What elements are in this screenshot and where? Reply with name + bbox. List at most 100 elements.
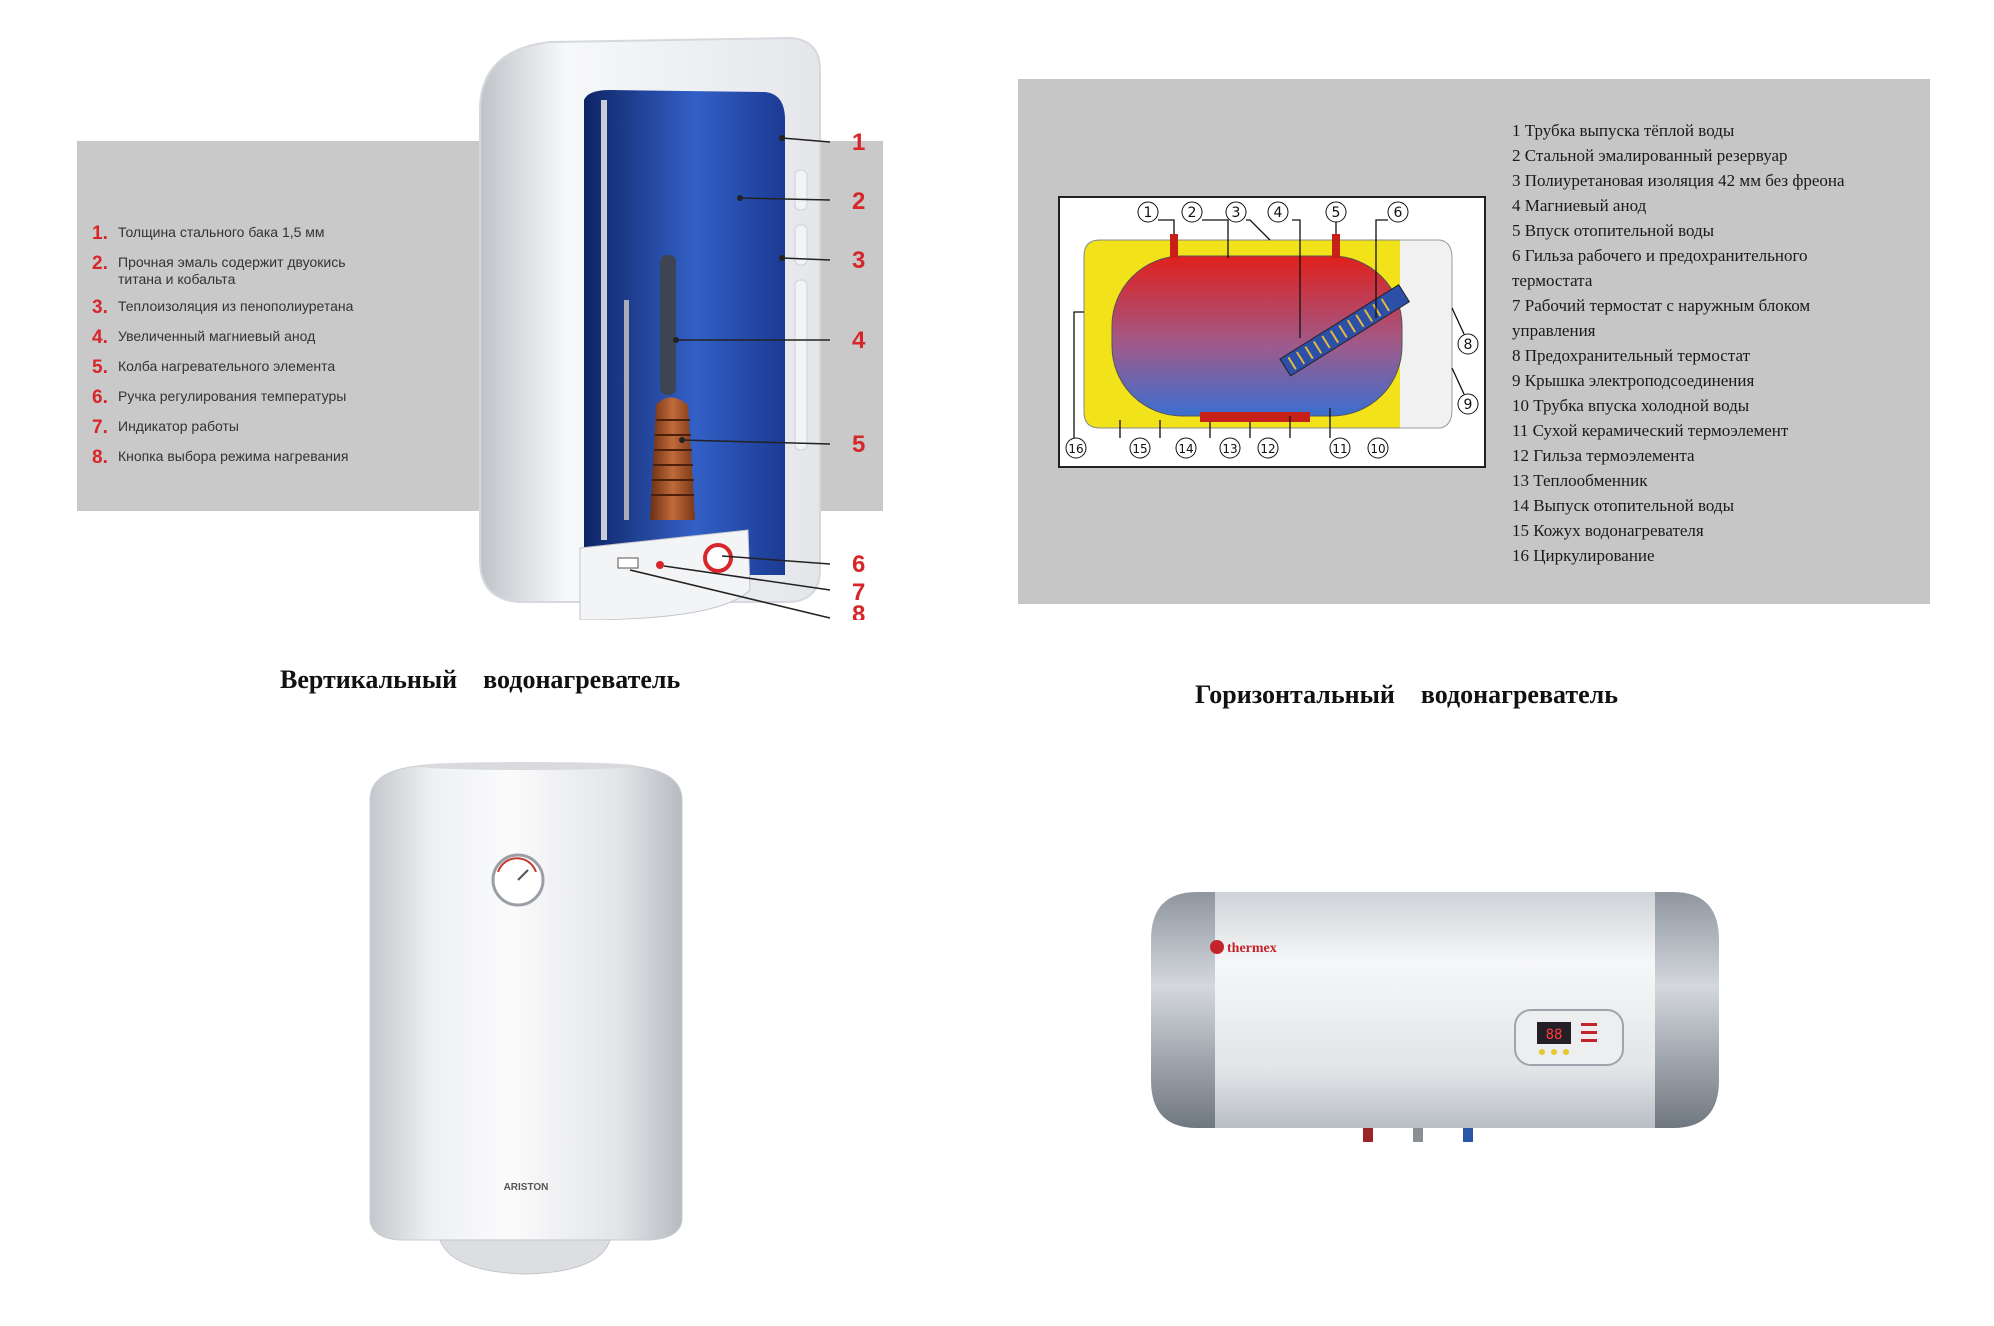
brand-logo: ARISTON	[504, 1182, 549, 1193]
diagram-marker	[1065, 437, 1087, 459]
legend-item: 4.Увеличенный магниевый анод	[92, 327, 316, 348]
tank	[584, 90, 785, 575]
dial-scale	[497, 857, 537, 873]
legend-line: 9 Крышка электроподсоединения	[1512, 371, 1755, 390]
dial-needle	[517, 869, 529, 881]
hot-pipe	[1363, 1128, 1373, 1142]
legend-line: управления	[1512, 321, 1596, 340]
diagram-marker	[1175, 437, 1197, 459]
vertical-legend: 1.Толщина стального бака 1,5 мм 2.Прочна…	[92, 224, 392, 478]
diagram-number: 11	[1332, 442, 1347, 456]
legend-line: 2 Стальной эмалированный резервуар	[1512, 146, 1788, 165]
bottom-cap	[439, 1239, 611, 1275]
shell-detail	[794, 279, 808, 451]
diagram-marker	[1137, 201, 1159, 223]
casing-cap	[1400, 239, 1453, 429]
outlet-pipe	[601, 100, 607, 540]
shell-detail	[794, 224, 808, 266]
inner-tank	[1111, 255, 1403, 417]
left-cap	[1151, 892, 1215, 1128]
diagram-number: 2	[1188, 205, 1197, 221]
legend-item: 2.Прочная эмаль содержит двуокись титана…	[92, 253, 346, 288]
diagram-number: 9	[1464, 397, 1473, 413]
work-indicator	[656, 561, 664, 569]
legend-line: 10 Трубка впуска холодной воды	[1512, 396, 1750, 415]
callout-label: 4	[852, 327, 866, 354]
diagram-marker	[1387, 201, 1409, 223]
legend-line: 7 Рабочий термостат с наружным блоком	[1512, 296, 1811, 315]
diagram-number: 5	[1332, 205, 1341, 221]
vertical-caption: Вертикальный водонагреватель	[280, 665, 681, 694]
magnesium-anode	[660, 255, 676, 395]
right-cap	[1655, 892, 1719, 1128]
diagram-number: 14	[1178, 442, 1193, 456]
diagram-number: 12	[1260, 442, 1275, 456]
indicator	[1581, 1039, 1597, 1042]
horizontal-diagram-svg: 1 2 3 4 5 6 8 9 16 15 14 13 12	[1065, 201, 1479, 459]
diagram-marker	[1329, 437, 1351, 459]
diagram-number: 4	[1274, 205, 1283, 221]
diagram-number: 10	[1370, 442, 1385, 456]
legend-line: 1 Трубка выпуска тёплой воды	[1512, 121, 1735, 140]
legend-line: 6 Гильза рабочего и предохранительного	[1512, 246, 1808, 265]
legend-line: 12 Гильза термоэлемента	[1512, 446, 1695, 465]
legend-line: термостата	[1512, 271, 1593, 290]
inlet-pipe	[1463, 1128, 1473, 1142]
vertical-heater-product: ARISTON	[369, 762, 683, 1275]
display-value: 88	[1546, 1027, 1563, 1043]
shell-detail	[794, 169, 808, 211]
callout-label: 6	[852, 551, 865, 578]
heating-outlet-pipe	[1200, 412, 1310, 422]
callout-label: 3	[852, 247, 865, 274]
callout-label: 7	[852, 579, 865, 606]
brand-mark	[1210, 940, 1224, 954]
callout-label: 1	[852, 129, 865, 156]
legend-line: 13 Теплообменник	[1512, 471, 1648, 490]
legend-line: 8 Предохранительный термостат	[1512, 346, 1751, 365]
heating-inlet-pipe	[1332, 234, 1340, 258]
horizontal-legend: 1 Трубка выпуска тёплой воды 2 Стальной …	[1512, 118, 1912, 568]
diagram-marker	[1457, 393, 1479, 415]
diagram-number: 13	[1222, 442, 1237, 456]
legend-line: 5 Впуск отопительной воды	[1512, 221, 1715, 240]
legend-line: 14 Выпуск отопительной воды	[1512, 496, 1734, 515]
legend-item: 1.Толщина стального бака 1,5 мм	[92, 223, 325, 244]
diagram-marker	[1267, 201, 1289, 223]
diagram-number: 3	[1232, 205, 1241, 221]
legend-item: 6.Ручка регулирования температуры	[92, 387, 347, 408]
brand-logo: thermex	[1227, 941, 1277, 956]
legend-line: 16 Циркулирование	[1512, 546, 1655, 565]
heat-exchanger	[1279, 284, 1411, 377]
diagram-number: 15	[1132, 442, 1147, 456]
control-button	[1539, 1049, 1545, 1055]
control-button	[1551, 1049, 1557, 1055]
diagram-number: 1	[1144, 205, 1153, 221]
heating-element	[650, 397, 695, 520]
diagram-marker	[1225, 201, 1247, 223]
diagram-marker	[1257, 437, 1279, 459]
tank-body	[1185, 892, 1685, 1128]
diagram-marker	[1325, 201, 1347, 223]
legend-item: 3.Теплоизоляция из пенополиуретана	[92, 297, 354, 318]
callout-label: 8	[852, 601, 865, 620]
mode-button	[617, 557, 639, 569]
diagram-marker	[1457, 333, 1479, 355]
control-button	[1563, 1049, 1569, 1055]
callout-label: 5	[852, 431, 865, 458]
diagram-number: 8	[1464, 337, 1473, 353]
diagram-marker	[1219, 437, 1241, 459]
diagram-number: 6	[1394, 205, 1403, 221]
horizontal-caption: Горизонтальный водонагреватель	[1195, 680, 1618, 709]
cold-pipe	[1413, 1128, 1423, 1142]
warm-outlet-pipe	[1170, 234, 1178, 258]
legend-line: 15 Кожух водонагревателя	[1512, 521, 1704, 540]
legend-item: 5.Колба нагревательного элемента	[92, 357, 336, 378]
digital-display	[1537, 1022, 1571, 1044]
horizontal-heater-product: thermex 88	[1151, 892, 1719, 1142]
legend-line: 3 Полиуретановая изоляция 42 мм без фрео…	[1512, 171, 1845, 190]
horizontal-diagram: 1 2 3 4 5 6 8 9 16 15 14 13 12	[1058, 196, 1486, 468]
callout-label: 2	[852, 188, 865, 215]
top-cap	[416, 762, 636, 770]
cylinder-body	[369, 765, 683, 1241]
temperature-knob	[703, 543, 733, 573]
